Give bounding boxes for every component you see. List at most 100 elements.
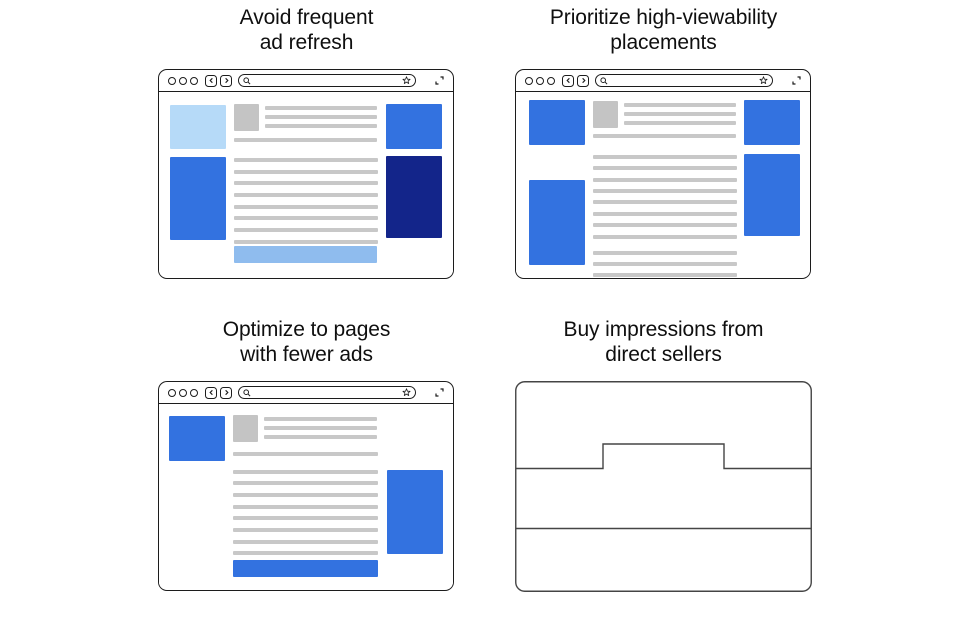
browser-window-illustration [515,69,811,279]
star-icon [759,76,768,84]
text-line [234,205,378,209]
text-line [234,193,378,197]
browser-window-illustration [158,69,454,279]
text-line [233,505,378,509]
text-line [593,262,737,266]
text-line [233,516,378,520]
text-line [593,189,737,193]
panel-title-line: ad refresh [259,31,354,54]
headline-text-line [624,112,736,116]
text-line [593,200,737,204]
ad-slot-top-right [386,104,442,149]
star-icon [402,388,411,396]
text-line [234,181,378,185]
ad-slot-right [387,470,443,554]
webpage-content [159,404,453,589]
headline-text-line [624,121,736,125]
ad-slot-top-right [744,100,800,145]
ad-slot-bottom-left [170,157,226,240]
text-line [233,493,378,497]
panel-title: Buy impressions from direct sellers [454,317,874,367]
window-control-dots [168,76,198,85]
article-thumbnail [234,104,259,131]
text-line [234,228,378,232]
text-line [233,470,378,474]
text-line [593,212,737,216]
text-line [234,216,378,220]
byline-text-line [593,134,736,138]
text-line [593,178,737,182]
text-line [593,166,737,170]
panel-title: Avoid frequent ad refresh [97,5,517,55]
ad-slot-top-left [170,105,226,149]
window-dot-icon [536,76,544,85]
panel-title-line: Prioritize high-viewability [549,6,778,29]
address-bar [238,386,416,399]
text-line [593,273,737,277]
window-dot-icon [547,76,555,85]
box-lid-step-line [515,443,812,470]
back-button [205,74,217,87]
window-dot-icon [168,388,176,397]
webpage-content [516,92,810,277]
box-outline-graphic [515,381,812,592]
byline-text-line [233,452,378,456]
ad-slot-top-left [529,100,585,145]
browser-toolbar [516,70,810,92]
chevron-right-icon [581,77,586,84]
text-line [233,540,378,544]
expand-icon [791,75,802,86]
window-dot-icon [168,76,176,85]
panel-title-line: Buy impressions from [563,318,764,341]
window-dot-icon [179,388,187,397]
browser-toolbar [159,382,453,404]
browser-toolbar [159,70,453,92]
forward-button [577,74,589,87]
article-thumbnail [233,415,258,442]
window-dot-icon [190,76,198,85]
in-content-ad-banner [234,246,377,263]
text-line [234,240,378,244]
chevron-left-icon [208,77,213,84]
browser-window-illustration [158,381,454,591]
text-line [233,528,378,532]
ad-slot-bottom-right [386,156,442,238]
expand-icon [434,387,445,398]
panel-title: Optimize to pages with fewer ads [97,317,517,367]
text-line [593,235,737,239]
text-line [233,551,378,555]
shipping-box-illustration [515,381,812,592]
search-icon [600,76,608,84]
ad-slot-mid-right [744,154,800,236]
address-bar [238,74,416,87]
window-dot-icon [179,76,187,85]
headline-text-line [264,435,377,439]
panel-title-line: with fewer ads [240,343,373,366]
text-line [234,158,378,162]
window-control-dots [168,388,198,397]
in-content-ad-banner [233,560,378,577]
panel-title-line: Avoid frequent [239,6,374,29]
panel-title-line: direct sellers [605,343,722,366]
address-bar [595,74,773,87]
expand-icon [434,75,445,86]
chevron-right-icon [224,77,229,84]
headline-text-line [265,106,377,110]
byline-text-line [234,138,377,142]
text-line [234,170,378,174]
star-icon [402,76,411,84]
window-dot-icon [190,388,198,397]
article-thumbnail [593,101,618,128]
forward-button [220,386,232,399]
text-line [593,251,737,255]
chevron-right-icon [224,389,229,396]
text-line [593,155,737,159]
ad-slot-bottom-left [529,180,585,265]
chevron-left-icon [565,77,570,84]
headline-text-line [264,426,377,430]
search-icon [243,76,251,84]
panel-title: Prioritize high-viewability placements [454,5,874,55]
window-dot-icon [525,76,533,85]
back-button [562,74,574,87]
headline-text-line [264,417,377,421]
